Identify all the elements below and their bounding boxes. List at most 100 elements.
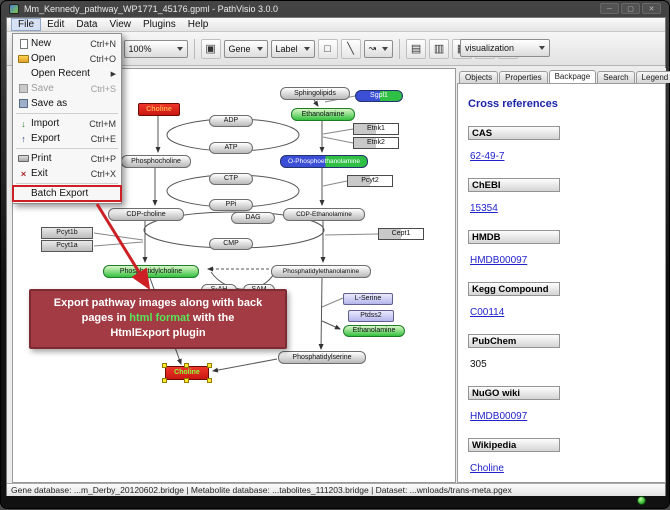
xref-header-pubchem: PubChem	[468, 334, 560, 348]
gene-dropdown[interactable]: Gene	[224, 40, 268, 58]
line-tool-button[interactable]: ╲	[341, 39, 361, 59]
xref-header-wikipedia: Wikipedia	[468, 438, 560, 452]
connector-icon: ↝	[369, 43, 377, 54]
menu-separator	[16, 148, 118, 149]
xref-value-chebi[interactable]: 15354	[470, 203, 498, 214]
chevron-down-icon	[539, 46, 545, 50]
node-choline[interactable]: Choline	[138, 103, 180, 116]
menu-separator	[16, 113, 118, 114]
label-dropdown-label: Label	[276, 44, 298, 54]
menu-item-save[interactable]: SaveCtrl+S	[13, 81, 121, 96]
node-cmp[interactable]: CMP	[209, 238, 253, 250]
save-disk-icon	[19, 84, 28, 93]
status-indicator-dot	[637, 496, 646, 505]
zoom-combobox[interactable]: 100%	[124, 40, 188, 58]
gene-product-tool-button[interactable]: ▣	[201, 39, 221, 59]
connector-dropdown[interactable]: ↝	[364, 40, 394, 58]
menu-item-new[interactable]: NewCtrl+N	[13, 36, 121, 51]
selection-handle[interactable]	[184, 363, 189, 368]
node-phosphatidylserine[interactable]: Phosphatidylserine	[278, 351, 366, 364]
file-menu: NewCtrl+NOpenCtrl+OOpen Recent▶SaveCtrl+…	[12, 33, 122, 204]
xref-value-kegg-compound[interactable]: C00114	[470, 307, 504, 318]
status-text: Gene database: ...m_Derby_20120602.bridg…	[11, 485, 512, 495]
export-arrow-icon: ↑	[21, 134, 26, 144]
node-l-serine[interactable]: L-Serine	[343, 293, 393, 305]
node-o-phosphoethanolamine[interactable]: O-Phosphoethanolamine	[280, 155, 368, 168]
xref-value-cas[interactable]: 62-49-7	[470, 151, 504, 162]
node-choline[interactable]: Choline	[165, 366, 209, 380]
menu-item-exit[interactable]: ×ExitCtrl+X	[13, 166, 121, 181]
node-ethanolamine[interactable]: Ethanolamine	[343, 325, 405, 337]
node-cept1[interactable]: Cept1	[378, 228, 424, 240]
annotation-line1: Export pathway images along with back	[35, 296, 281, 311]
annotation-line2: pages in html format with the	[35, 311, 281, 326]
tab-legend[interactable]: Legend	[636, 71, 670, 83]
label-dropdown[interactable]: Label	[271, 40, 315, 58]
annotation-line3: HtmlExport plugin	[35, 326, 281, 341]
node-dag[interactable]: DAG	[231, 212, 275, 224]
node-sphingolipids[interactable]: Sphingolipids	[280, 87, 350, 100]
node-etnk1[interactable]: Etnk1	[353, 123, 399, 135]
node-etnk2[interactable]: Etnk2	[353, 137, 399, 149]
node-ptdss2[interactable]: Ptdss2	[348, 310, 394, 322]
menu-view[interactable]: View	[103, 18, 137, 31]
node-phosphocholine[interactable]: Phosphocholine	[121, 155, 191, 168]
menu-item-open[interactable]: OpenCtrl+O	[13, 51, 121, 66]
menu-item-save-as[interactable]: Save as	[13, 96, 121, 111]
menu-data[interactable]: Data	[70, 18, 103, 31]
node-ethanolamine[interactable]: Ethanolamine	[291, 108, 355, 121]
node-phosphatidylethanolamine[interactable]: Phosphatidylethanolamine	[271, 265, 371, 278]
visualization-dropdown[interactable]: visualization	[460, 39, 550, 57]
node-cdp-ethanolamine[interactable]: CDP-Ethanolamine	[283, 208, 365, 221]
node-pcyt1b[interactable]: Pcyt1b	[41, 227, 93, 239]
import-arrow-icon: ↓	[21, 119, 26, 129]
menu-item-open-recent[interactable]: Open Recent▶	[13, 66, 121, 81]
node-pcyt2[interactable]: Pcyt2	[347, 175, 393, 187]
xref-value-wikipedia[interactable]: Choline	[470, 463, 504, 474]
tab-objects[interactable]: Objects	[459, 71, 498, 83]
menu-edit[interactable]: Edit	[41, 18, 70, 31]
chevron-down-icon	[382, 47, 388, 51]
menu-file[interactable]: File	[11, 18, 41, 31]
menu-item-batch-export[interactable]: Batch Export	[13, 186, 121, 201]
xref-value-hmdb[interactable]: HMDB00097	[470, 255, 527, 266]
shape-tool-button[interactable]: □	[318, 39, 338, 59]
selection-handle[interactable]	[207, 378, 212, 383]
toolbar-separator	[194, 39, 195, 59]
title-bar[interactable]: Mm_Kennedy_pathway_WP1771_45176.gpml - P…	[1, 1, 669, 17]
selection-handle[interactable]	[207, 363, 212, 368]
align-vertical-button[interactable]: ▥	[429, 39, 449, 59]
xref-header-kegg-compound: Kegg Compound	[468, 282, 560, 296]
tab-search[interactable]: Search	[597, 71, 634, 83]
align-horizontal-button[interactable]: ▤	[406, 39, 426, 59]
xref-header-hmdb: HMDB	[468, 230, 560, 244]
menu-help[interactable]: Help	[182, 18, 215, 31]
node-ppi[interactable]: PPi	[209, 199, 253, 211]
node-ctp[interactable]: CTP	[209, 173, 253, 185]
selection-handle[interactable]	[162, 363, 167, 368]
menu-item-export[interactable]: ↑ExportCtrl+E	[13, 131, 121, 146]
node-adp[interactable]: ADP	[209, 115, 253, 127]
tab-properties[interactable]: Properties	[499, 71, 547, 83]
node-sgpl1[interactable]: Sgpl1	[355, 90, 403, 102]
menu-plugins[interactable]: Plugins	[137, 18, 182, 31]
node-phosphatidylcholine[interactable]: Phosphatidylcholine	[103, 265, 199, 278]
node-atp[interactable]: ATP	[209, 142, 253, 154]
close-button[interactable]: ✕	[642, 3, 661, 14]
node-pcyt1a[interactable]: Pcyt1a	[41, 240, 93, 252]
xref-header-chebi: ChEBI	[468, 178, 560, 192]
minimize-button[interactable]: ─	[600, 3, 619, 14]
maximize-button[interactable]: ▢	[621, 3, 640, 14]
line-tool-icon: ╲	[347, 42, 354, 55]
chevron-down-icon	[177, 47, 183, 51]
tab-backpage[interactable]: Backpage	[549, 70, 597, 83]
side-panel: ObjectsPropertiesBackpageSearchLegend Cr…	[457, 68, 666, 483]
xref-value-nugo-wiki[interactable]: HMDB00097	[470, 411, 527, 422]
menu-separator	[16, 183, 118, 184]
selection-handle[interactable]	[162, 378, 167, 383]
menu-item-print[interactable]: PrintCtrl+P	[13, 151, 121, 166]
selection-handle[interactable]	[184, 378, 189, 383]
node-cdp-choline[interactable]: CDP-choline	[108, 208, 184, 221]
menu-item-import[interactable]: ↓ImportCtrl+M	[13, 116, 121, 131]
